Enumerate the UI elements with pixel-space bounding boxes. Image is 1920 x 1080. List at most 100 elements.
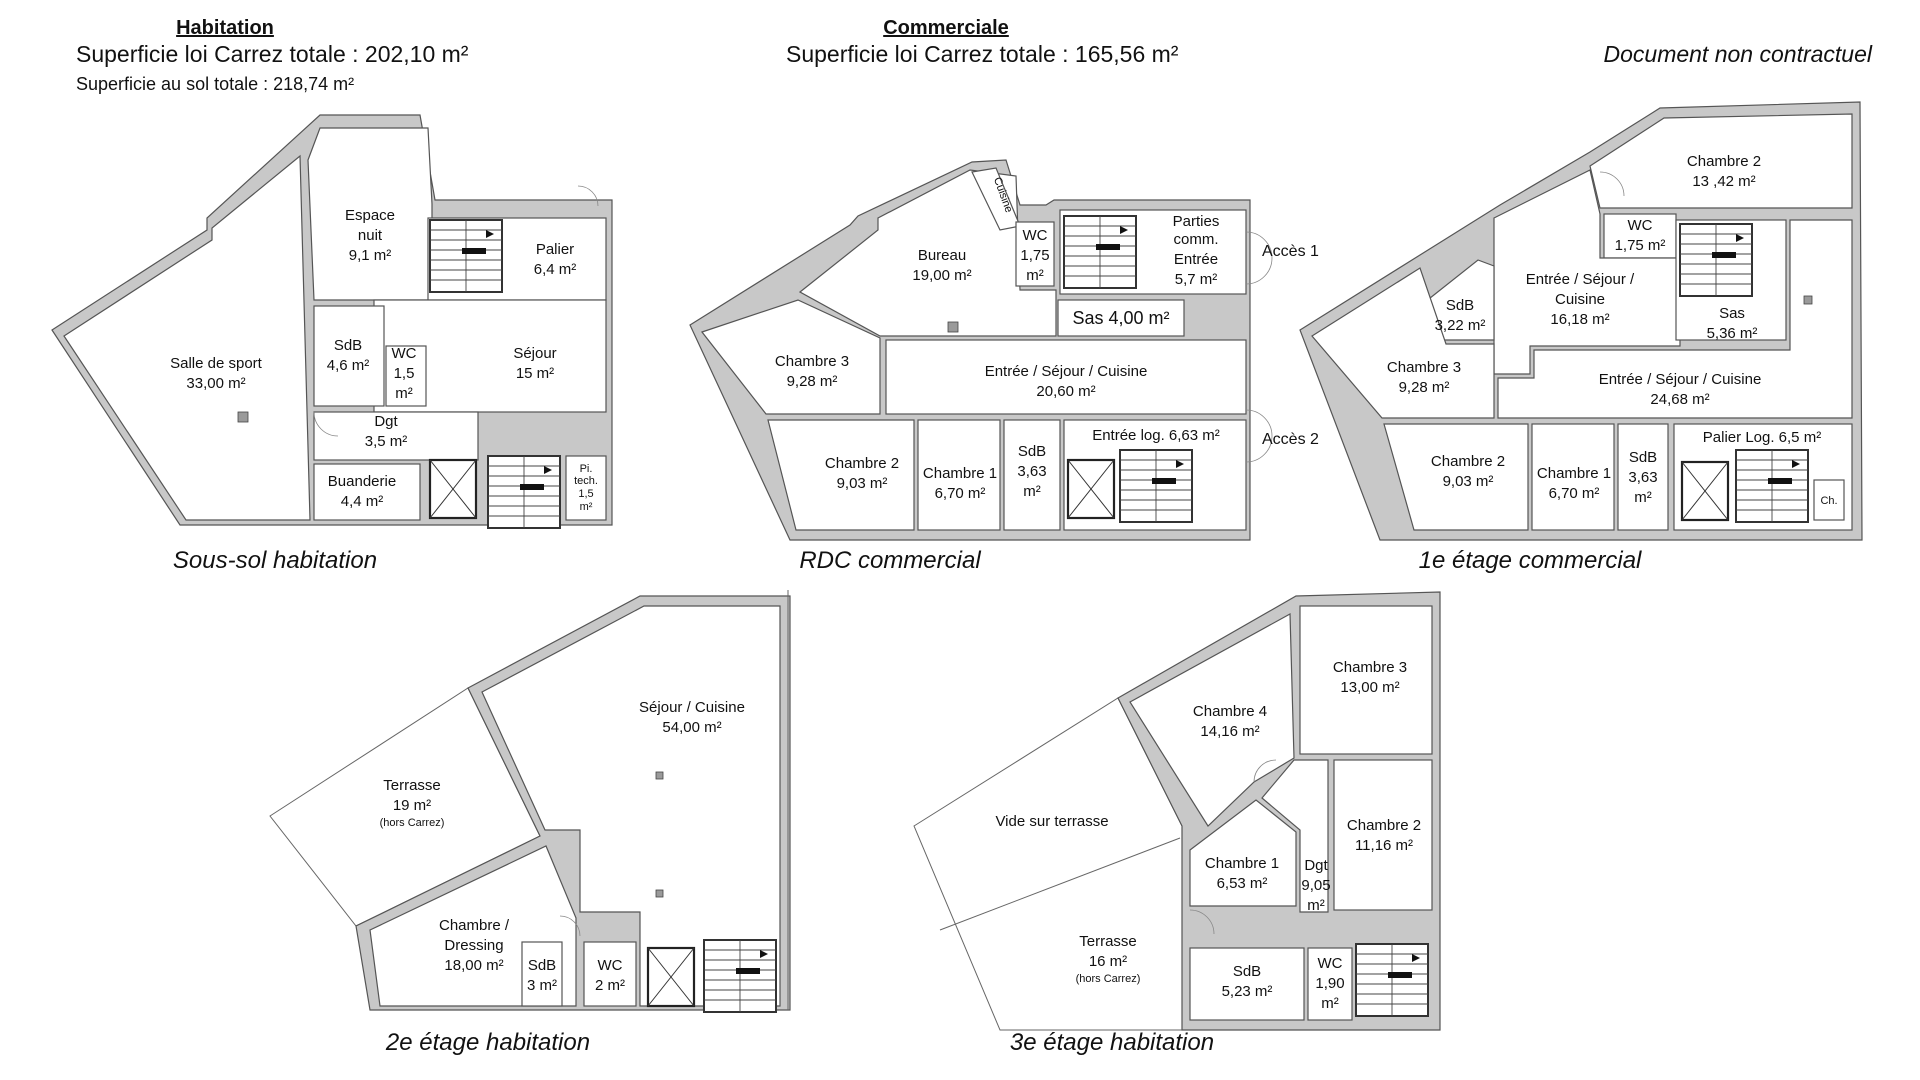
area-chambre-1: 6,70 m² [935,485,986,502]
area-chambre-4: 14,16 m² [1200,723,1259,740]
area-chambre-3: 9,28 m² [787,373,838,390]
pillar [1803,295,1813,305]
caption-etage-2: 2e étage habitation [385,1029,590,1056]
stairs-icon [1679,223,1753,297]
area-bureau: 19,00 m² [912,267,971,284]
area-buanderie: 4,4 m² [341,493,384,510]
room-chambre-3 [701,299,881,415]
disclaimer: Document non contractuel [1604,41,1873,67]
header: Habitation Superficie loi Carrez totale … [76,17,1873,94]
room-chambre-2-top [1589,113,1853,209]
label-sas: Sas 4,00 m² [1072,308,1169,328]
pillar [655,889,664,898]
label-entree: Entrée [1174,251,1218,268]
elevator-icon [1066,458,1116,520]
area-espace-nuit: 9,1 m² [349,247,392,264]
room-wc [385,345,427,407]
plan-sous-sol: Salle de sport 33,00 m² Espace nuit 9,1 … [51,114,613,574]
area-dgt-unit: m² [1307,897,1325,914]
plan-etage-2: Séjour / Cuisine 54,00 m² Terrasse 19 m²… [269,590,791,1056]
label-ch: Ch. [1820,495,1837,507]
area-wc-unit: m² [395,385,413,402]
area-chambre-3: 13,00 m² [1340,679,1399,696]
room-buanderie [313,463,421,521]
area-pi-tech-unit: m² [580,501,593,513]
room-sdb [1617,423,1669,531]
area-chambre-2: 9,03 m² [1443,473,1494,490]
caption-etage-1: 1e étage commercial [1419,547,1642,574]
area-chambre-2-top: 13 ,42 m² [1692,173,1755,190]
area-wc: 1,75 [1020,247,1049,264]
label-sejour-cuisine: Séjour / Cuisine [639,699,745,716]
label-chambre-2: Chambre 2 [1431,453,1505,470]
caption-rdc: RDC commercial [799,547,981,574]
area-wc-unit: m² [1321,995,1339,1012]
door-swing-icon [559,915,581,937]
label-chambre-3: Chambre 3 [1333,659,1407,676]
label-buanderie: Buanderie [328,473,396,490]
plan-etage-3: Chambre 3 13,00 m² Chambre 4 14,16 m² Vi… [913,591,1441,1056]
room-chambre-2 [1383,423,1529,531]
area-wc-unit: m² [1026,267,1044,284]
area-wc: 1,90 [1315,975,1344,992]
room-sdb [521,941,563,1007]
label-tech: tech. [574,475,598,487]
label-wc: WC [1318,955,1343,972]
area-pi-tech: 1,5 [578,488,593,500]
room-chambre-1 [917,419,1001,531]
area-chambre-1: 6,53 m² [1217,875,1268,892]
room-chambre-1 [1531,423,1615,531]
label-sdb: SdB [528,957,556,974]
label-chambre-4: Chambre 4 [1193,703,1267,720]
pillar [237,411,249,423]
label-wc: WC [392,345,417,362]
stairs-icon [1063,215,1137,289]
area-wc: 1,75 m² [1615,237,1666,254]
room-wc [1015,221,1055,287]
note-terrasse: (hors Carrez) [1076,973,1141,985]
area-sdb: 3,63 [1017,463,1046,480]
plan-etage-1: Chambre 2 13 ,42 m² WC 1,75 m² Entrée / … [1299,101,1863,574]
room-chambre-3 [1311,267,1495,419]
room-sdb [1189,947,1305,1021]
room-wc [1603,213,1677,259]
door-swing-icon [1189,909,1215,935]
label-terrasse: Terrasse [383,777,441,794]
label-entree-sejour-cuisine: Entrée / Séjour / Cuisine [985,363,1148,380]
area-terrasse: 16 m² [1089,953,1127,970]
area-wc: 1,5 [394,365,415,382]
area-sdb: 5,23 m² [1222,983,1273,1000]
label-sdb: SdB [1018,443,1046,460]
pillar [947,321,959,333]
room-chambre-1 [1189,799,1297,907]
caption-etage-3: 3e étage habitation [1010,1029,1214,1056]
habitation-title: Habitation [176,17,274,39]
elevator-icon [646,946,696,1008]
plan-rdc: Cuisine Bureau 19,00 m² WC 1,75 m² Parti… [689,159,1319,574]
label-entree-sejour-cuisine: Entrée / Séjour / Cuisine [1599,371,1762,388]
area-entree-sejour-cuisine: 20,60 m² [1036,383,1095,400]
stairs-icon [487,455,561,529]
room-sdb [313,305,385,407]
label-sdb: SdB [1629,449,1657,466]
area-dgt: 9,05 [1301,877,1330,894]
room-entree-sejour-cuisine [1497,219,1853,419]
label-sas: Sas [1719,305,1745,322]
label-chambre-2-top: Chambre 2 [1687,153,1761,170]
area-wc: 2 m² [595,977,625,994]
label-palier: Palier [536,241,574,258]
room-ch [1813,479,1845,521]
area-terrasse: 19 m² [393,797,431,814]
door-swing-icon [577,185,599,207]
caption-sous-sol: Sous-sol habitation [173,547,377,574]
label-chambre-1: Chambre 1 [1205,855,1279,872]
label-dgt: Dgt [1304,857,1328,874]
commerciale-title: Commerciale [883,17,1009,39]
pillar [655,771,664,780]
door-swing-icon [1245,409,1273,463]
label-chambre-2: Chambre 2 [825,455,899,472]
label-salle-de-sport: Salle de sport [170,355,263,372]
label-acces-2: Accès 2 [1262,431,1319,448]
area-sejour-cuisine: 54,00 m² [662,719,721,736]
